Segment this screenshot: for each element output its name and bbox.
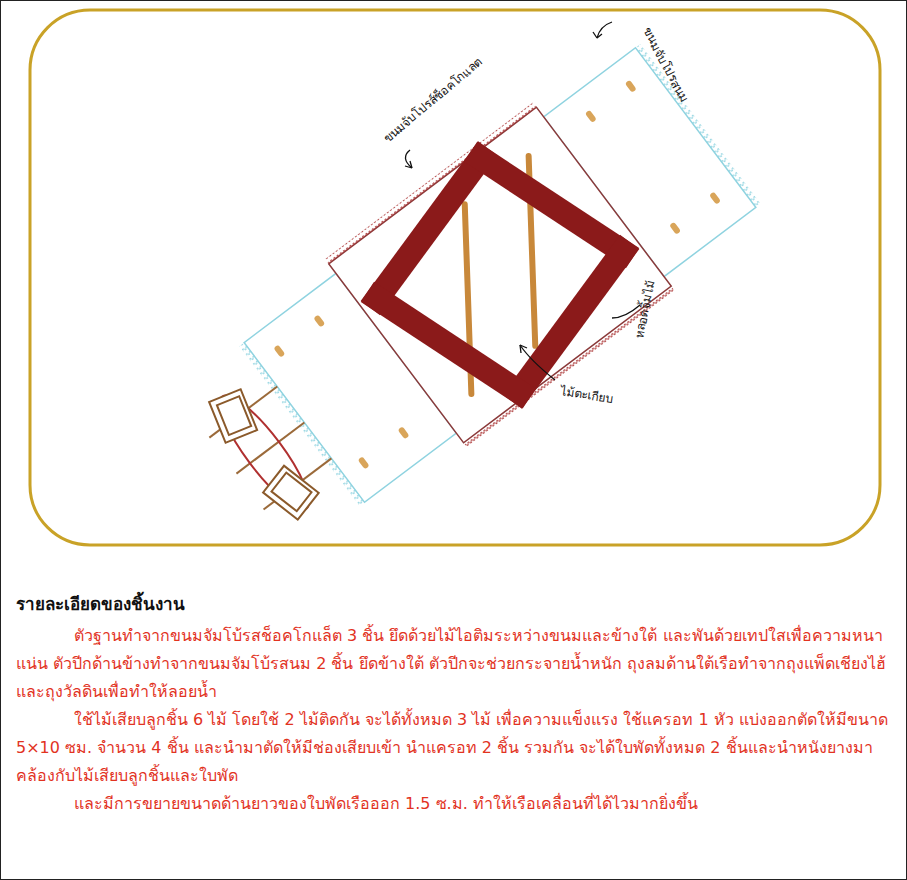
description-paragraph: ใช้ไม้เสียบลูกชิ้น 6 ไม้ โดยใช้ 2 ไม้ติด… xyxy=(16,706,888,790)
wafer-label: ขนมจับโปรส์ช็อคโกแลต xyxy=(379,52,487,147)
description-paragraph: ตัวฐานทำจากขนมจัมโบ้รสช็อคโกแล็ต 3 ชิ้น … xyxy=(16,622,888,706)
stick-label: ไม้ตะเกียบ xyxy=(559,381,615,407)
wafer-label: ขนมจับโปรสนม xyxy=(638,24,693,105)
description-paragraph: และมีการขยายขนาดด้านยาวของใบพัดเรือออก 1… xyxy=(16,790,888,818)
straw-label: หลอดจิ้มไม้ xyxy=(629,279,660,341)
frame xyxy=(30,10,880,545)
description: ตัวฐานทำจากขนมจัมโบ้รสช็อคโกแล็ต 3 ชิ้น … xyxy=(16,622,888,818)
boat xyxy=(165,30,771,568)
section-heading: รายละเอียดของชิ้นงาน xyxy=(16,590,185,617)
leader-lines xyxy=(405,22,640,380)
